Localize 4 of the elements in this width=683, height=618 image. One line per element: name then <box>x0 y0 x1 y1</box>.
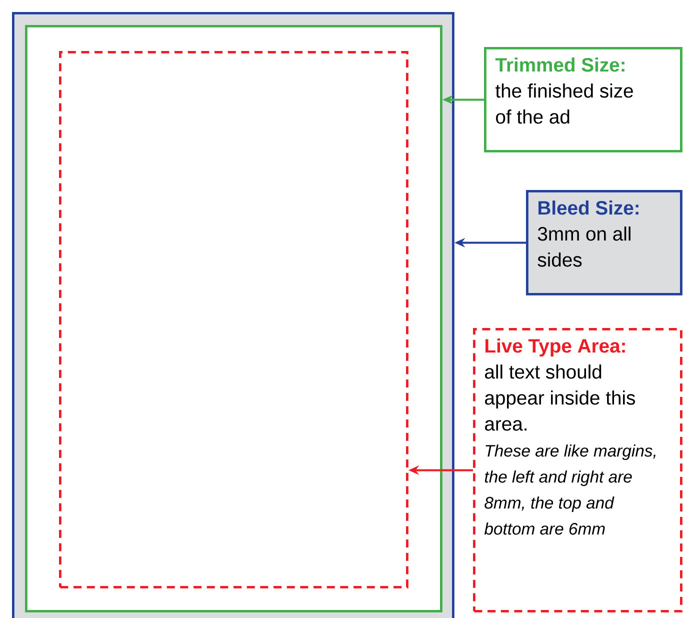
callout-box: Bleed Size: 3mm on all sides <box>526 190 682 296</box>
margin-box <box>59 51 408 588</box>
callout-box: Live Type Area: all text should appear inside this area. These are like margins, the left and right are 8mm, the top and bottom are 6mm <box>473 328 682 612</box>
callout-box: Trimmed Size: the finished size of the ad <box>484 47 682 152</box>
